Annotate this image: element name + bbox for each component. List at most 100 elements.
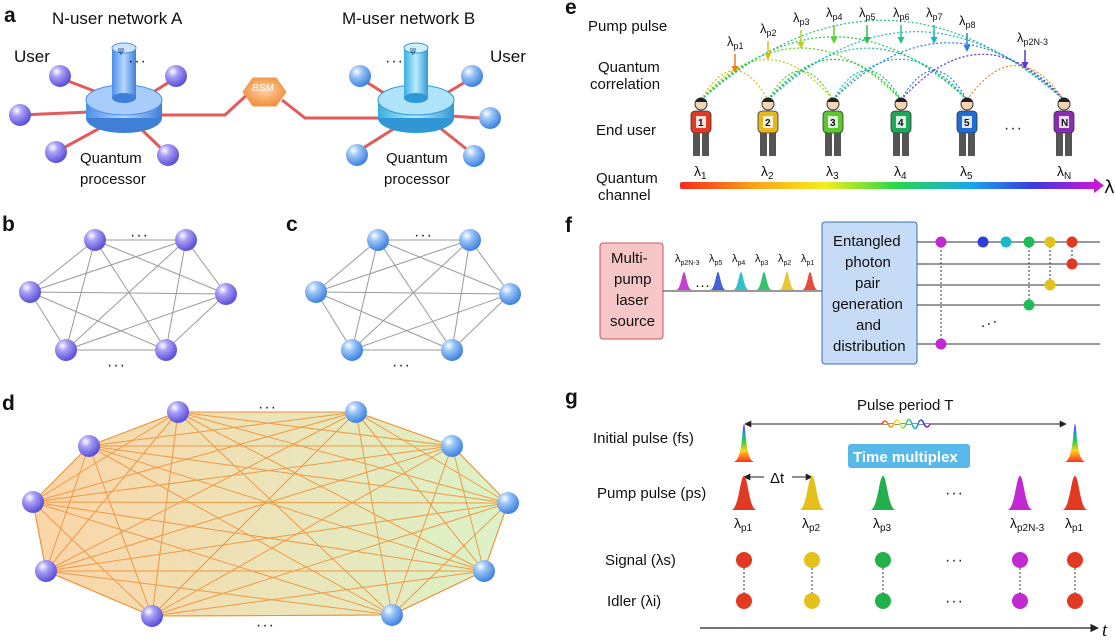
epp-label-4: generation: [832, 296, 903, 313]
bsm-node: BSM: [242, 77, 287, 107]
epp-label-2: photon: [845, 254, 891, 271]
panel-c: c ··· ···: [286, 213, 521, 374]
correlation-arc: [700, 36, 968, 101]
ellipsis-b-top: ···: [130, 227, 149, 244]
panel-b: b ··· ···: [2, 213, 237, 374]
idler-text: Idler (λi): [607, 593, 661, 610]
correlation-arc: [767, 58, 902, 101]
panel-d: d ··· ···: [2, 392, 519, 634]
pump-pulse-λp4: [733, 272, 749, 290]
mesh-d-node: [345, 401, 367, 423]
end-user-N: N: [1053, 97, 1075, 156]
pump-label-1: λp1: [727, 34, 744, 51]
signal-photon-3: [875, 552, 891, 568]
pump-pulse-ps-2: [799, 476, 825, 510]
pump-label-4: λp4: [826, 5, 843, 22]
mesh-b-nodes: [19, 229, 237, 361]
user-number: N: [1061, 118, 1068, 129]
ellipsis-g-idler: ···: [945, 593, 964, 610]
correlation-arc: [700, 47, 902, 101]
correlation-arc: [832, 58, 968, 101]
pump-pulse-λp5: [710, 272, 726, 290]
pump-pulse-ps-1: [731, 476, 757, 510]
row-quantum-channel-2: channel: [598, 187, 651, 204]
channel-label-1: λ1: [694, 163, 707, 182]
laser-label-4: source: [610, 313, 655, 330]
pump-arrowhead: [963, 45, 971, 52]
mesh-d-node: [497, 492, 519, 514]
mesh-c-links: [315, 239, 511, 351]
idler-photon-2: [804, 593, 820, 609]
signal-idler-pairs: [736, 552, 1083, 609]
user-number: 2: [765, 118, 771, 129]
pump-arrowhead: [764, 53, 772, 60]
pump-pulse-ps-5: [1062, 476, 1088, 510]
end-user-3: 3: [822, 97, 844, 156]
ellipsis-c-top: ···: [414, 227, 433, 244]
epp-label-5: and: [856, 317, 881, 334]
pulse-label-1: λp2N-3: [675, 253, 700, 267]
signal-photon-1: [736, 552, 752, 568]
idler-photon-5: [1067, 593, 1083, 609]
delta-t-label: Δt: [770, 470, 785, 487]
correlation-arc: [700, 70, 769, 101]
pump-arrowhead: [1021, 62, 1029, 69]
correlation-arc: [767, 70, 834, 101]
pulse-label-7: λp1: [801, 253, 814, 267]
network-a-users: [9, 65, 187, 166]
ellipsis-b-bottom: ···: [107, 357, 126, 374]
processor-a-label-2: processor: [80, 171, 146, 188]
pump-label-9: λp2N-3: [1017, 30, 1048, 47]
idler-photon-4: [1012, 593, 1028, 609]
quantum-processor-b: ψ: [377, 42, 455, 133]
pulse-period-label: Pulse period T: [857, 397, 953, 414]
time-multiplex-badge: [848, 444, 970, 468]
ellipsis-d-bottom: ···: [256, 617, 275, 634]
row-quantum-correlation-1: Quantum: [598, 59, 660, 76]
channel-label-5: λ5: [960, 163, 973, 182]
pump-pulse-ps-label: Pump pulse (ps): [597, 485, 706, 502]
end-user-5: 5: [956, 97, 978, 156]
epp-label-1: Entangled: [833, 233, 901, 250]
end-user-2: 2: [757, 97, 779, 156]
user-number: 3: [830, 118, 836, 129]
pump-pulse-ps-3: [870, 476, 896, 510]
pulse-ellipsis: ···: [695, 277, 710, 294]
panel-a: a N-user network A M-user network B User…: [4, 4, 526, 188]
row-end-user: End user: [596, 122, 656, 139]
mesh-d-nodes: [22, 401, 519, 627]
panel-label-e: e: [565, 0, 577, 19]
pulse-label-3: λp5: [709, 253, 722, 267]
mesh-d-node: [35, 560, 57, 582]
user-label-left: User: [14, 47, 50, 66]
channel-label-2: λ2: [761, 163, 774, 182]
bsm-label: BSM: [252, 83, 274, 94]
pump-arrowhead: [731, 66, 739, 73]
pulse-label-4: λp4: [732, 253, 745, 267]
wave-packet: [881, 418, 931, 430]
pump-label-5: λp5: [859, 5, 876, 22]
correlation-arc: [700, 58, 834, 101]
mesh-b-links: [29, 239, 227, 351]
row-quantum-correlation-2: correlation: [590, 76, 660, 93]
pump-label-7: λp7: [926, 5, 943, 22]
processor-a-label-1: Quantum: [80, 150, 142, 167]
correlation-arc: [700, 19, 1065, 101]
ellipsis-c-bottom: ···: [392, 357, 411, 374]
end-user-1: 1: [690, 97, 712, 156]
pump-pulse-ps-label-4: λp2N-3: [1010, 515, 1045, 534]
pump-label-6: λp6: [893, 5, 910, 22]
signal-photon-4: [1012, 552, 1028, 568]
epp-label-6: distribution: [833, 338, 906, 355]
ellipsis-b: ···: [385, 53, 404, 70]
pump-pulse-λp1: [802, 272, 818, 290]
pump-pulse-ps-label-5: λp1: [1065, 515, 1084, 534]
ellipsis-a: ···: [128, 53, 147, 70]
time-axis-label: t: [1102, 620, 1108, 641]
panel-label-f: f: [565, 214, 573, 237]
correlation-arc: [767, 47, 968, 101]
correlation-arc: [900, 53, 1065, 101]
signal-text: Signal (λs): [605, 552, 676, 569]
processor-b-label-1: Quantum: [386, 150, 448, 167]
